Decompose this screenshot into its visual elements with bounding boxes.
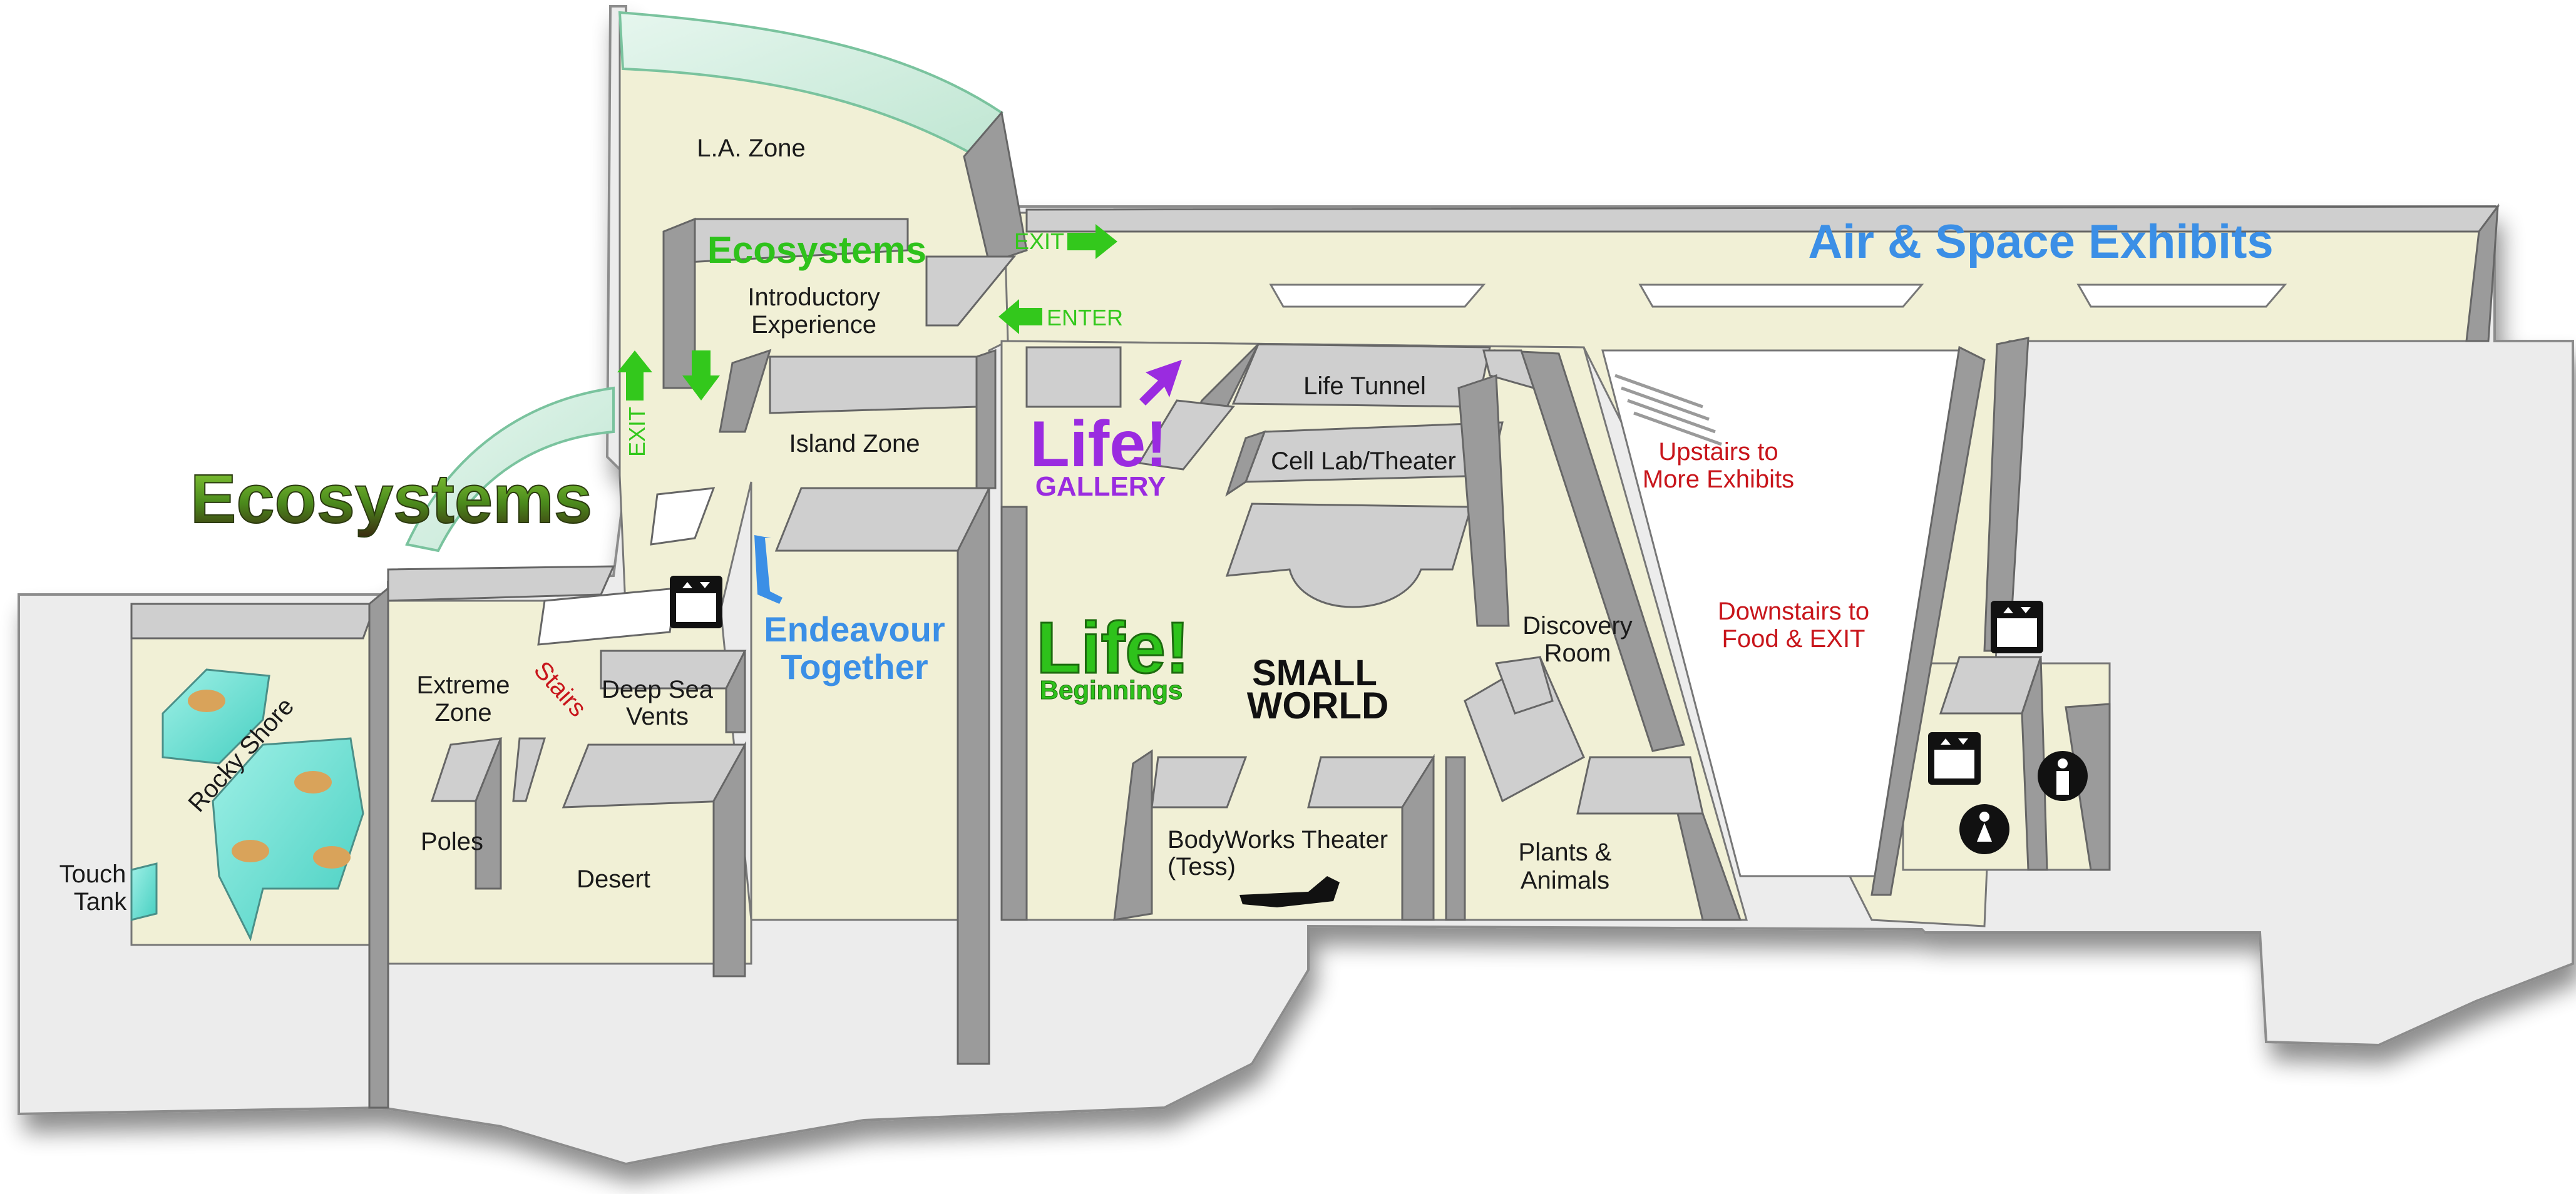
air-space-heading: Air & Space Exhibits (1808, 215, 2273, 268)
poles-label: Poles (421, 828, 483, 855)
touch-tank-line2: Tank (74, 888, 127, 916)
downstairs-line1: Downstairs to (1718, 598, 1869, 625)
endeavour-line1: Endeavour (764, 610, 945, 649)
small-world-line2: WORLD (1247, 685, 1389, 727)
elevator-icon (670, 576, 722, 628)
desert-label: Desert (577, 865, 650, 893)
elevator-icon (1928, 732, 1981, 785)
la-zone-label: L.A. Zone (697, 135, 805, 162)
life-tunnel-label: Life Tunnel (1303, 372, 1426, 400)
exit-top-label: EXIT (1014, 228, 1064, 254)
exit-left-label: EXIT (624, 407, 650, 457)
exit-right-arrow-icon (1067, 224, 1117, 259)
blue-diagonal-arrow-icon (754, 535, 783, 604)
bodyworks-line2: (Tess) (1167, 853, 1236, 880)
cell-lab-label: Cell Lab/Theater (1271, 447, 1456, 475)
downstairs-line2: Food & EXIT (1722, 625, 1865, 653)
stairwell (1601, 349, 1961, 877)
rocky-shore-tank (130, 668, 364, 942)
island-zone-label: Island Zone (789, 430, 920, 457)
exit-up-arrow-icon (617, 350, 652, 401)
upstairs-line1: Upstairs to (1658, 438, 1778, 466)
mens-restroom-icon (2038, 751, 2088, 801)
womens-restroom-icon (1959, 804, 2009, 854)
purple-diagonal-arrow-icon (1139, 360, 1182, 406)
enter-label: ENTER (1047, 305, 1123, 330)
life-gallery-line1: Life! (1030, 408, 1167, 481)
reclining-figure-icon (1239, 876, 1340, 907)
plants-line1: Plants & (1519, 839, 1612, 866)
bodyworks-line1: BodyWorks Theater (1167, 826, 1388, 854)
extreme-zone-line2: Zone (434, 699, 491, 727)
intro-line2: Experience (751, 311, 876, 339)
enter-left-arrow-icon (998, 299, 1042, 334)
life-beginnings-line2: Beginnings (1040, 675, 1183, 705)
deep-sea-line1: Deep Sea (602, 676, 714, 703)
upstairs-line2: More Exhibits (1643, 466, 1794, 493)
ecosystems-small-heading: Ecosystems (707, 229, 926, 271)
deep-sea-line2: Vents (626, 703, 689, 730)
plants-line2: Animals (1521, 867, 1609, 894)
elevator-icon (1991, 601, 2043, 653)
navigation-arrows (617, 224, 1182, 604)
walls (130, 110, 2500, 1109)
endeavour-line2: Together (781, 647, 928, 686)
down-arrow-icon (682, 350, 720, 401)
intro-line1: Introductory (747, 283, 880, 311)
life-beginnings-line1: Life! (1037, 607, 1190, 688)
ecosystems-large-heading: Ecosystems (190, 461, 592, 538)
discovery-line2: Room (1544, 640, 1611, 667)
touch-tank-line1: Touch (59, 860, 126, 888)
discovery-line1: Discovery (1522, 612, 1633, 640)
life-gallery-line2: GALLERY (1035, 471, 1166, 502)
small-world-line1: SMALL (1252, 653, 1377, 693)
extreme-zone-line1: Extreme (417, 671, 510, 699)
